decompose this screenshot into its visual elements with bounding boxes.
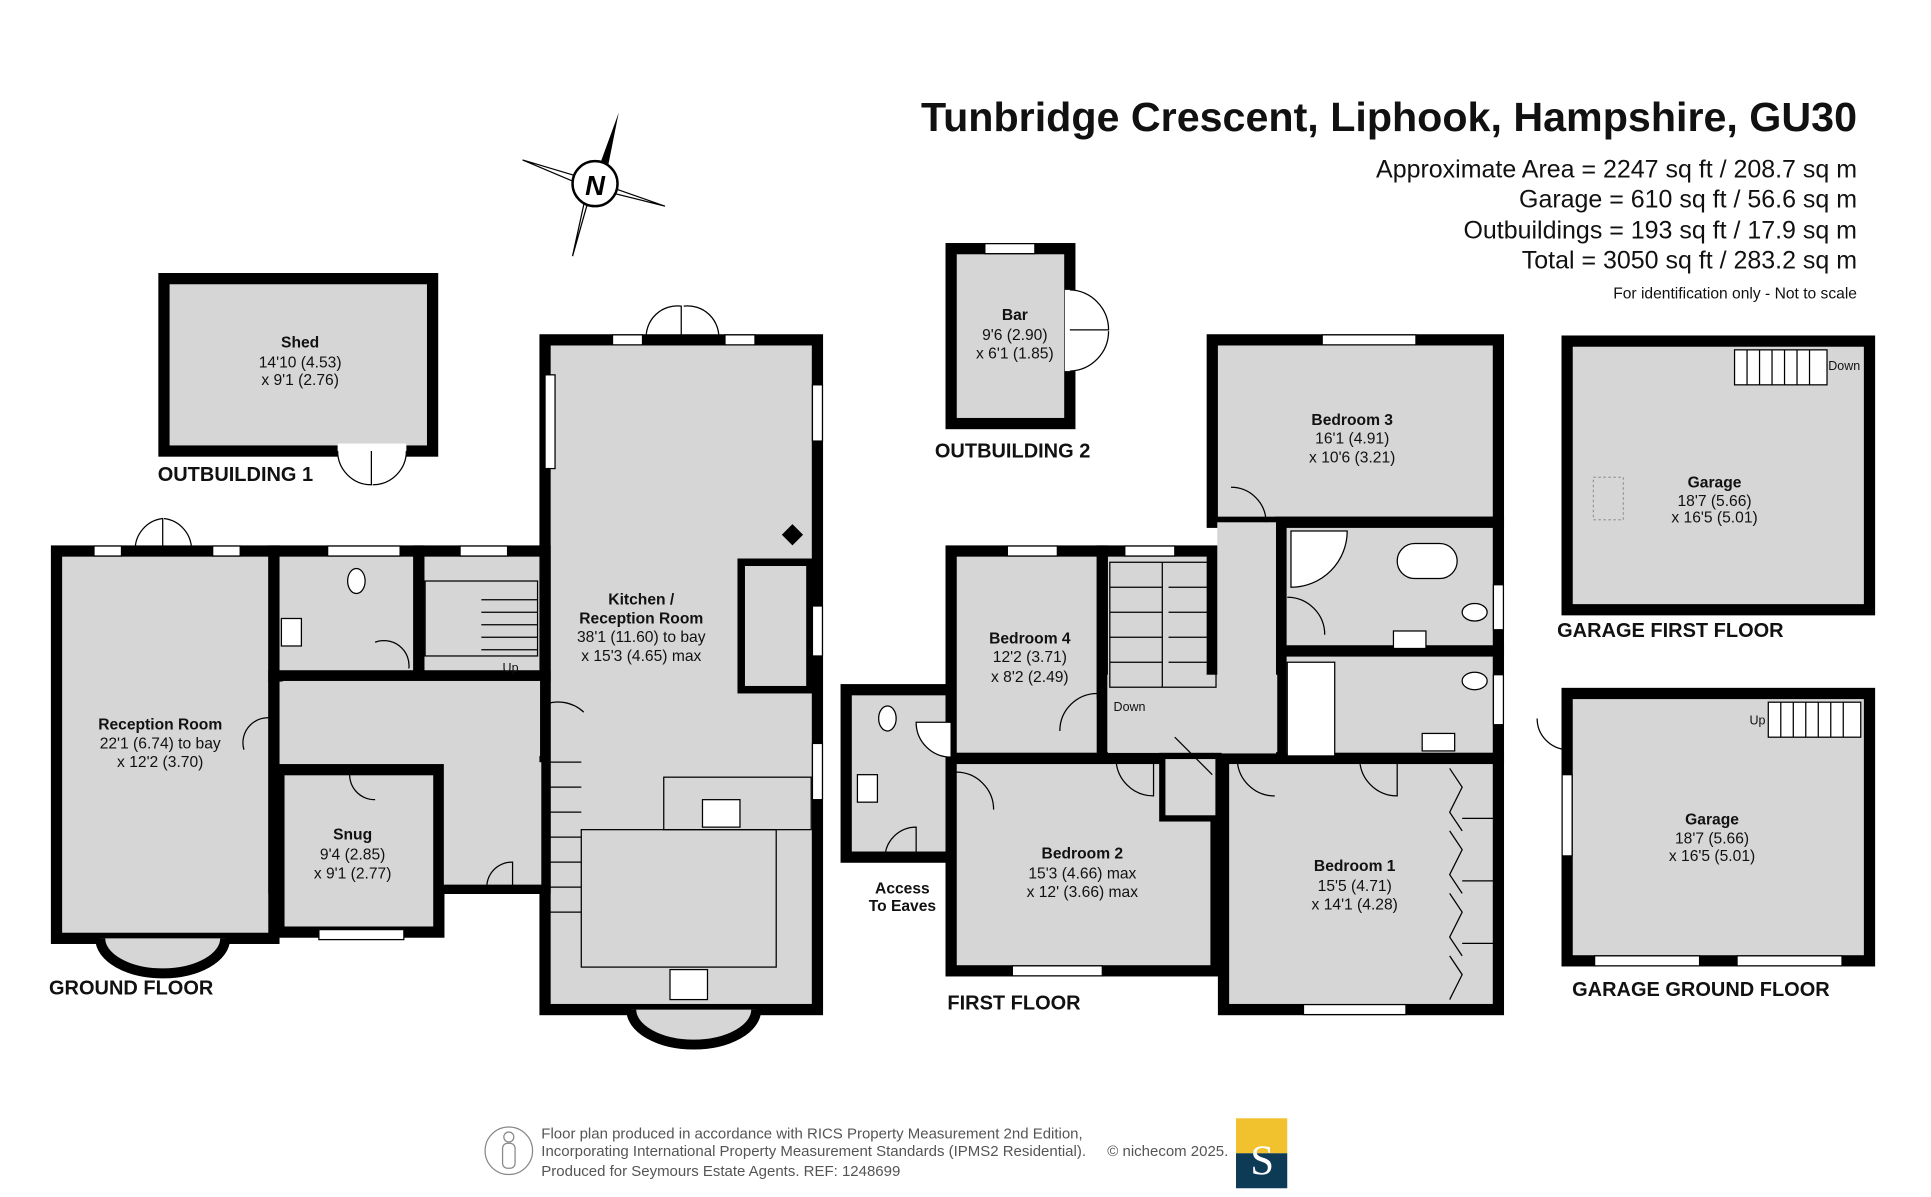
- property-title: Tunbridge Crescent, Liphook, Hampshire, …: [921, 94, 1857, 140]
- garage-stairs-up-label: Up: [1750, 714, 1766, 728]
- compass-icon: N: [522, 112, 666, 257]
- garage-ground-label: Garage: [1685, 812, 1739, 829]
- outbuilding2-label: OUTBUILDING 2: [935, 440, 1090, 462]
- garage-first-dim1: 18'7 (5.66): [1677, 493, 1751, 510]
- garage-first-dim2: x 16'5 (5.01): [1671, 509, 1757, 526]
- outbuilding1-label: OUTBUILDING 1: [158, 464, 313, 486]
- kitchen-dim1: 38'1 (11.60) to bay: [577, 629, 706, 646]
- bar-door-icon: [1069, 289, 1110, 372]
- footer-line-1: Floor plan produced in accordance with R…: [541, 1125, 1082, 1142]
- disclaimer: For identification only - Not to scale: [1613, 286, 1857, 303]
- snug-dim2: x 9'1 (2.77): [314, 865, 392, 882]
- ground-floor-label: GROUND FLOOR: [49, 978, 214, 1000]
- garage-first-floor-label: GARAGE FIRST FLOOR: [1557, 620, 1784, 642]
- shed-room: [158, 273, 439, 457]
- stairs-down-label: Down: [1114, 700, 1146, 714]
- garage-ground-dim1: 18'7 (5.66): [1675, 830, 1749, 847]
- eaves-label-2: To Eaves: [869, 898, 937, 915]
- garage-ground-floor-label: GARAGE GROUND FLOOR: [1572, 979, 1830, 1001]
- garage-first-label: Garage: [1688, 474, 1742, 491]
- bedroom4-dim1: 12'2 (3.71): [993, 649, 1067, 666]
- eaves-label-1: Access: [875, 880, 930, 897]
- area-garage: Garage = 610 sq ft / 56.6 sq m: [1519, 185, 1857, 213]
- bedroom3-dim1: 16'1 (4.91): [1315, 431, 1389, 448]
- bar-dim1: 9'6 (2.90): [982, 327, 1047, 344]
- bedroom4-label: Bedroom 4: [989, 630, 1071, 647]
- person-scale-icon: [484, 1126, 534, 1176]
- footer-line-3: Produced for Seymours Estate Agents. REF…: [541, 1163, 900, 1180]
- seymours-logo: S: [1236, 1118, 1288, 1189]
- bar-dim2: x 6'1 (1.85): [976, 346, 1054, 363]
- snug-label: Snug: [333, 827, 372, 844]
- bedroom3-dim2: x 10'6 (3.21): [1309, 449, 1395, 466]
- first-floor-label: FIRST FLOOR: [947, 993, 1081, 1015]
- kitchen-label-1: Kitchen /: [608, 592, 675, 609]
- garage-first-room: [1561, 335, 1876, 616]
- bedroom3-label: Bedroom 3: [1311, 412, 1393, 429]
- bar-label: Bar: [1002, 307, 1028, 324]
- logo-letter: S: [1250, 1138, 1274, 1185]
- footer-line-2: Incorporating International Property Mea…: [541, 1143, 1086, 1160]
- shed-dim1: 14'10 (4.53): [259, 354, 342, 371]
- bedroom1-label: Bedroom 1: [1314, 858, 1396, 875]
- area-approx: Approximate Area = 2247 sq ft / 208.7 sq…: [1376, 155, 1857, 183]
- garage-ground-dim2: x 16'5 (5.01): [1669, 848, 1755, 865]
- first-floor-plan: [840, 334, 1505, 1016]
- reception-room-dim1: 22'1 (6.74) to bay: [100, 735, 221, 752]
- bedroom2-dim1: 15'3 (4.66) max: [1028, 865, 1136, 882]
- reception-room-label: Reception Room: [98, 717, 222, 734]
- garage-stairs-down-label: Down: [1828, 359, 1860, 373]
- kitchen-label-2: Reception Room: [579, 610, 703, 627]
- compass-north-label: N: [585, 170, 606, 201]
- area-outbuildings: Outbuildings = 193 sq ft / 17.9 sq m: [1464, 217, 1858, 245]
- ground-floor-plan: [50, 305, 824, 1050]
- snug-dim1: 9'4 (2.85): [320, 847, 385, 864]
- bedroom4-dim2: x 8'2 (2.49): [991, 669, 1069, 686]
- bedroom2-label: Bedroom 2: [1042, 845, 1124, 862]
- shed-dim2: x 9'1 (2.76): [261, 372, 339, 389]
- bedroom2-dim2: x 12' (3.66) max: [1027, 884, 1139, 901]
- bedroom1-dim2: x 14'1 (4.28): [1312, 897, 1398, 914]
- shed-label: Shed: [281, 334, 319, 351]
- garage-ground-room: [1561, 687, 1876, 967]
- copyright: © nichecom 2025.: [1107, 1143, 1228, 1160]
- bedroom1-dim1: 15'5 (4.71): [1318, 878, 1392, 895]
- shed-door-icon: [337, 451, 407, 486]
- kitchen-dim2: x 15'3 (4.65) max: [581, 648, 701, 665]
- stairs-up-label: Up: [503, 661, 519, 675]
- area-total: Total = 3050 sq ft / 283.2 sq m: [1522, 247, 1857, 275]
- reception-room-dim2: x 12'2 (3.70): [117, 754, 203, 771]
